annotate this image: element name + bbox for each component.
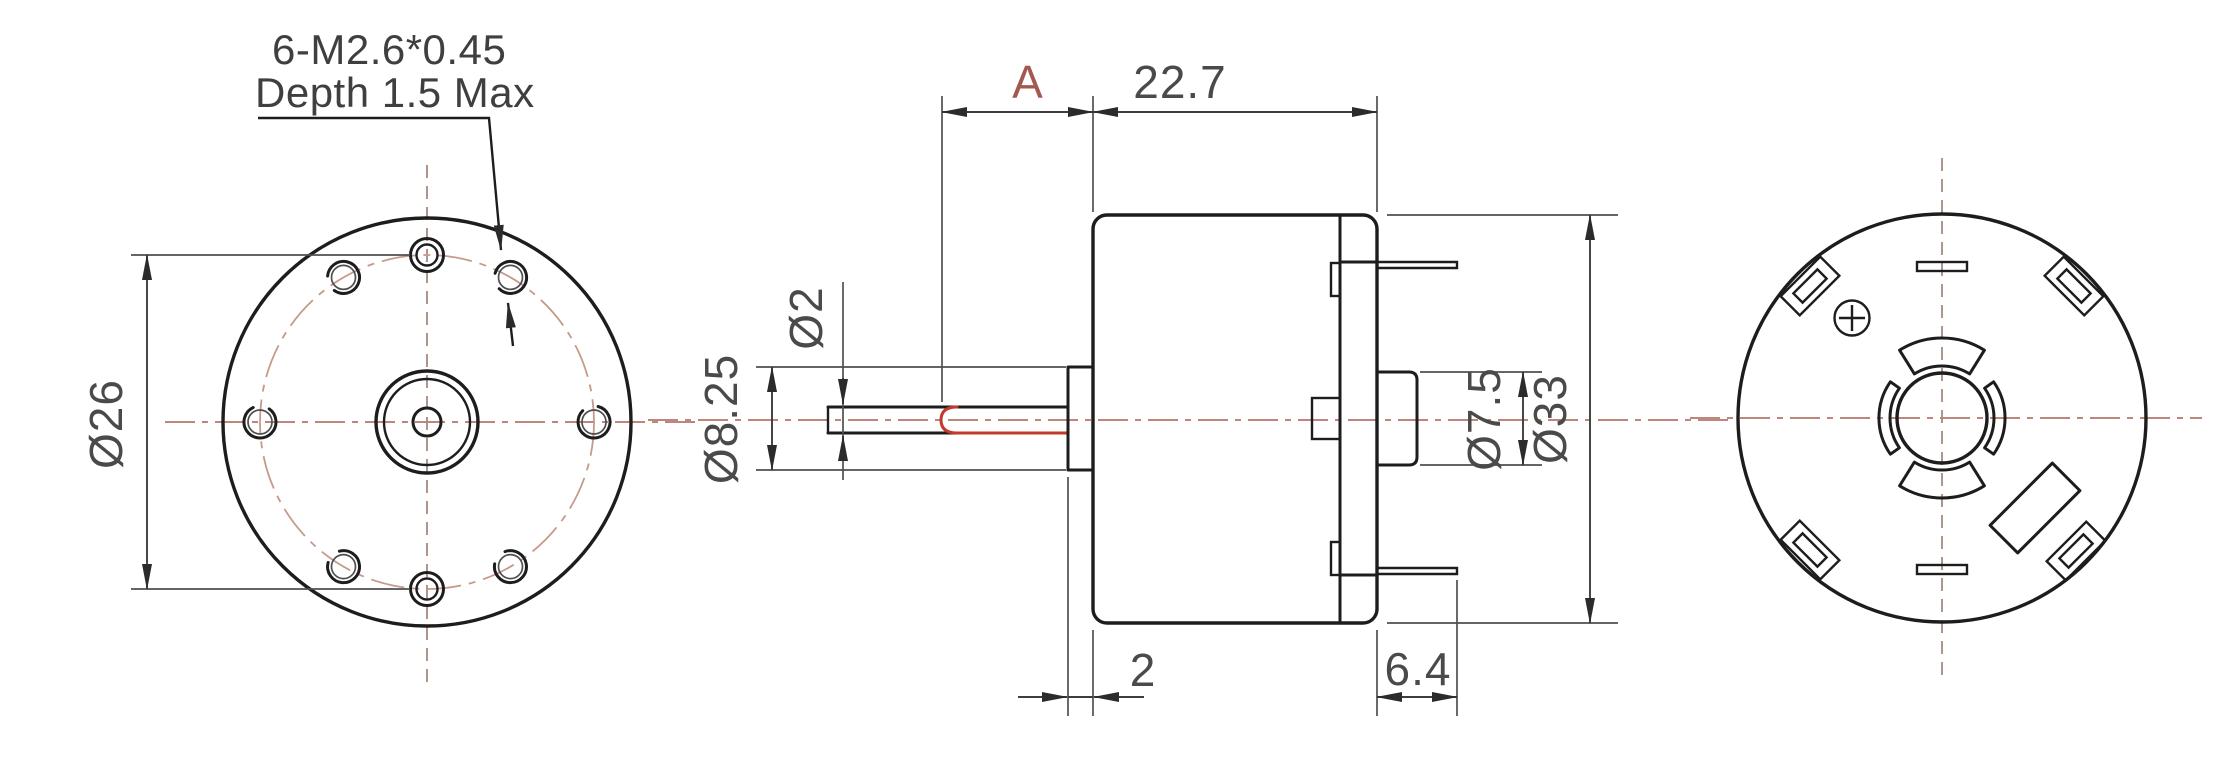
shaft-length-label: A xyxy=(1012,56,1044,108)
thread-note-line1: 6-M2.6*0.45 xyxy=(272,26,506,73)
rear-crimp-tab-top-right xyxy=(2042,254,2106,318)
dim-front-boss-dia: Ø8.25 xyxy=(695,354,1066,484)
dim-terminal-length: 6.4 xyxy=(1376,580,1458,716)
front-boss-dia-label: Ø8.25 xyxy=(695,354,747,484)
rear-view xyxy=(1690,158,2202,680)
note-leader-arrow2 xyxy=(505,302,516,347)
cap-notch-top xyxy=(1329,261,1342,298)
rear-boss xyxy=(1375,370,1419,467)
dim-rear-boss-dia: Ø7.5 xyxy=(1420,367,1542,471)
bolt-circle-dia-label: Ø26 xyxy=(80,379,132,469)
rear-center-boss xyxy=(1895,371,1989,465)
variable-shaft-highlight xyxy=(939,405,1070,435)
terminal-pin-bottom xyxy=(1377,566,1459,576)
rear-screw-icon xyxy=(1833,299,1871,337)
front-view: Ø26 6-M2.6*0.45 Depth 1.5 Max xyxy=(80,26,695,683)
rear-crimp-tab-bottom-right xyxy=(2044,519,2108,583)
thread-note-line2: Depth 1.5 Max xyxy=(255,69,535,116)
terminal-length-label: 6.4 xyxy=(1385,643,1452,695)
front-pilot-hole-bottom xyxy=(409,571,445,607)
boss-protrusion-label: 2 xyxy=(1130,644,1157,696)
dim-bolt-circle: Ø26 xyxy=(80,254,410,590)
rear-vent-slots xyxy=(1877,336,2007,500)
terminal-pin-top xyxy=(1377,260,1459,270)
rear-boss-dia-label: Ø7.5 xyxy=(1458,367,1510,471)
shaft-dia-label: Ø2 xyxy=(780,286,832,349)
front-boss xyxy=(1066,365,1095,472)
side-view: A 22.7 Ø2 Ø8.25 Ø7.5 xyxy=(648,56,1730,716)
dim-boss-protrusion: 2 xyxy=(1018,477,1157,716)
body-length-label: 22.7 xyxy=(1133,56,1227,108)
dim-body-dia: Ø33 xyxy=(1387,214,1618,624)
dim-shaft-dia: Ø2 xyxy=(780,282,848,480)
rear-body-outline xyxy=(1736,212,2148,624)
bolt-circle xyxy=(259,254,595,590)
rear-slot-bottom xyxy=(1915,563,1969,576)
front-pilot-hole-top xyxy=(409,237,445,273)
bearing-bump xyxy=(1310,396,1342,441)
front-body-outline xyxy=(221,216,633,628)
note-leader-line xyxy=(258,116,504,251)
body-dia-label: Ø33 xyxy=(1524,374,1576,464)
motor-body xyxy=(1091,213,1379,625)
rear-vent-window xyxy=(1988,461,2082,555)
dim-shaft-length-A: A xyxy=(941,56,1094,402)
rear-slot-top xyxy=(1915,260,1969,273)
dim-body-length: 22.7 xyxy=(1092,56,1378,212)
front-threaded-holes xyxy=(242,259,612,585)
cap-notch-bottom xyxy=(1329,540,1342,577)
front-center-boss xyxy=(374,369,480,475)
rear-crimp-tab-top-left xyxy=(1778,254,1842,318)
rear-crimp-tab-bottom-left xyxy=(1778,518,1842,582)
thread-note: 6-M2.6*0.45 Depth 1.5 Max xyxy=(255,26,535,347)
